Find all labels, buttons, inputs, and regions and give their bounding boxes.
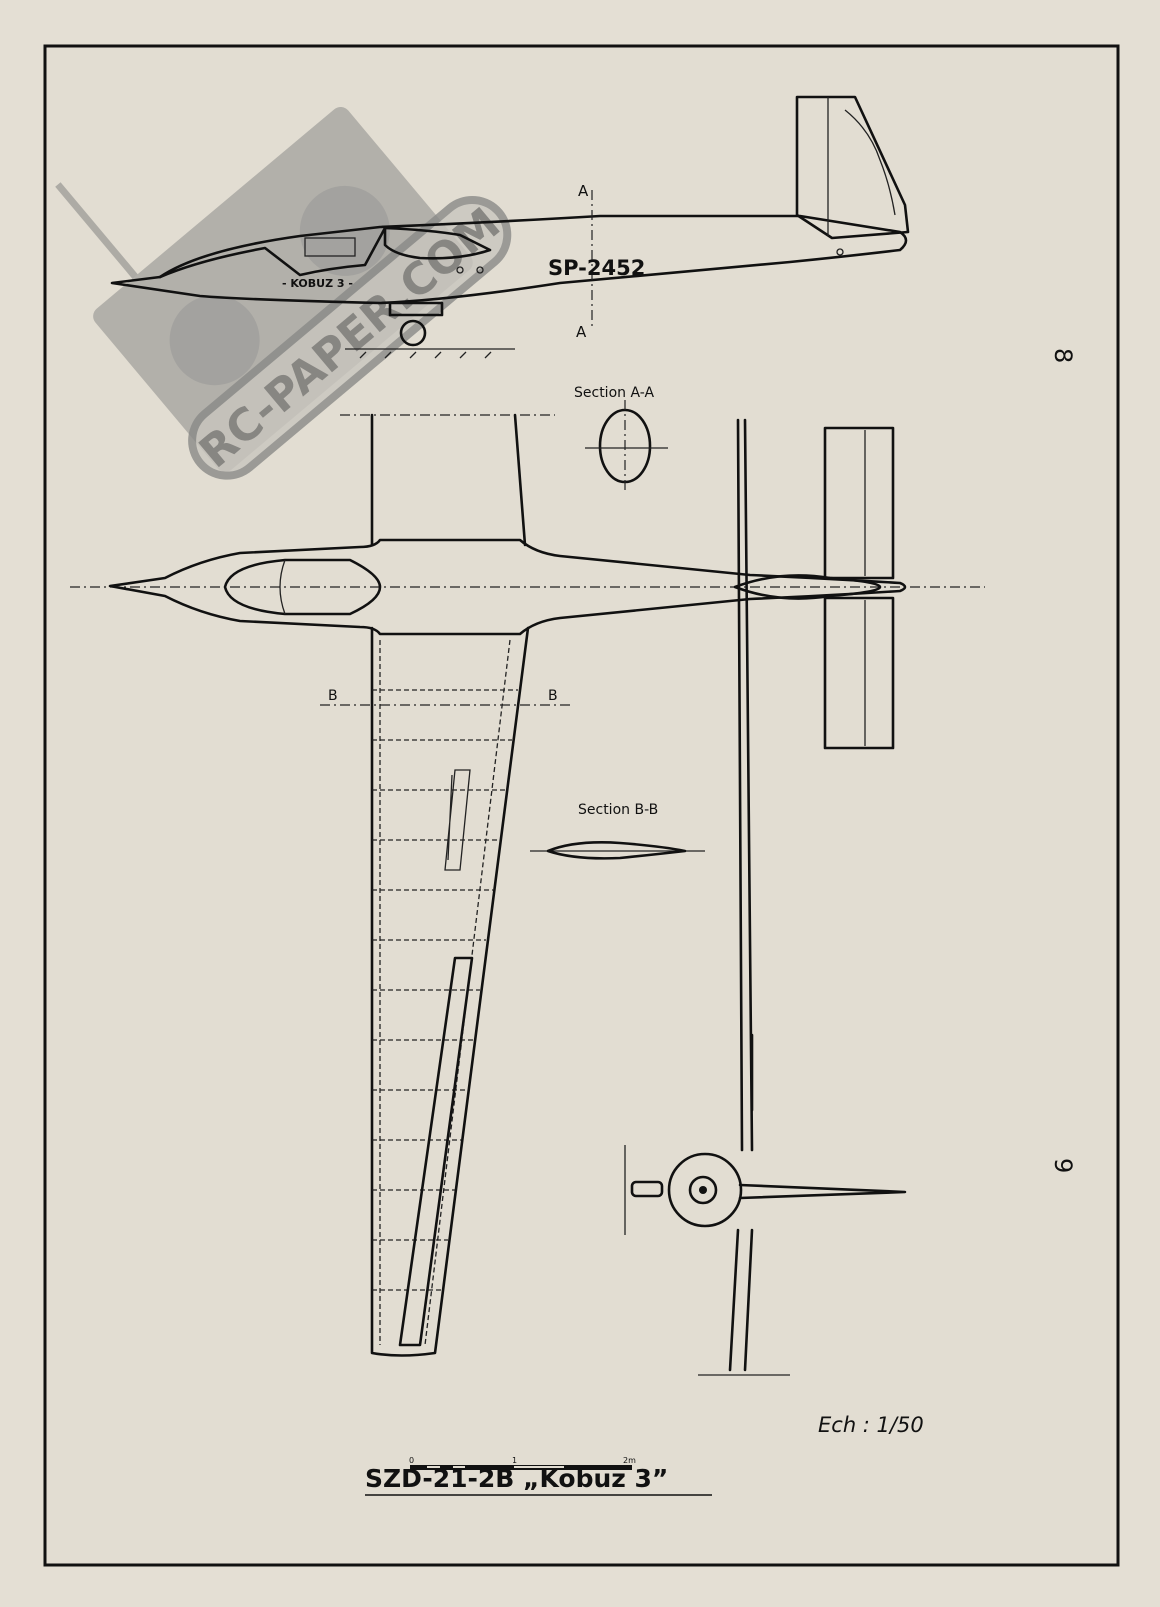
section-b-label: Section B-B <box>578 802 658 818</box>
aileron <box>398 956 474 1347</box>
side-fin <box>795 95 910 240</box>
airbrake <box>444 769 471 871</box>
side-fuselage <box>110 214 908 305</box>
section-a-marker-bottom: A <box>576 323 587 341</box>
section-a-marker-top: A <box>578 182 589 200</box>
top-canopy <box>223 558 382 616</box>
front-fuselage <box>667 1152 743 1228</box>
canopy-front <box>158 226 387 279</box>
section-b-marker-left: B <box>328 688 338 704</box>
section-b-marker-right: B <box>548 688 558 704</box>
scale-end: 2m <box>623 1456 636 1465</box>
page-number-8: 8 <box>1049 348 1077 363</box>
watermark-transmitter-icon <box>93 106 473 472</box>
landing-wheel <box>399 319 427 347</box>
scale-mid: 1 <box>512 1456 517 1465</box>
front-view <box>624 418 907 1376</box>
upper-wing-stub <box>370 413 527 547</box>
drawing-title: SZD-21-2B „Kobuz 3” <box>365 1464 668 1493</box>
front-wing <box>728 418 754 1372</box>
front-tailplane <box>738 1183 907 1200</box>
tailplane-lower <box>823 596 895 750</box>
page-number-9: 9 <box>1049 1158 1077 1173</box>
section-b-b: Section B-B <box>530 802 705 860</box>
fuselage-name-label: - KOBUZ 3 - <box>282 277 353 290</box>
canopy-rear <box>383 226 492 260</box>
tailplane-upper <box>823 426 895 580</box>
section-b-airfoil <box>546 841 687 860</box>
side-view: A A SP-2452 - KOBUZ 3 - <box>110 95 910 359</box>
scale-bar: 0 1 2m <box>409 1456 636 1470</box>
scale-ratio: Ech : 1/50 <box>818 1413 924 1437</box>
lower-wing <box>370 626 530 1357</box>
registration-mark: SP-2452 <box>548 256 645 280</box>
section-a-label: Section A-A <box>574 385 654 401</box>
scale-start: 0 <box>409 1456 414 1465</box>
top-view: B B <box>70 413 985 1357</box>
landing-gear-housing <box>388 301 444 317</box>
section-a-a: Section A-A <box>574 385 668 490</box>
instrument-window <box>304 237 356 257</box>
